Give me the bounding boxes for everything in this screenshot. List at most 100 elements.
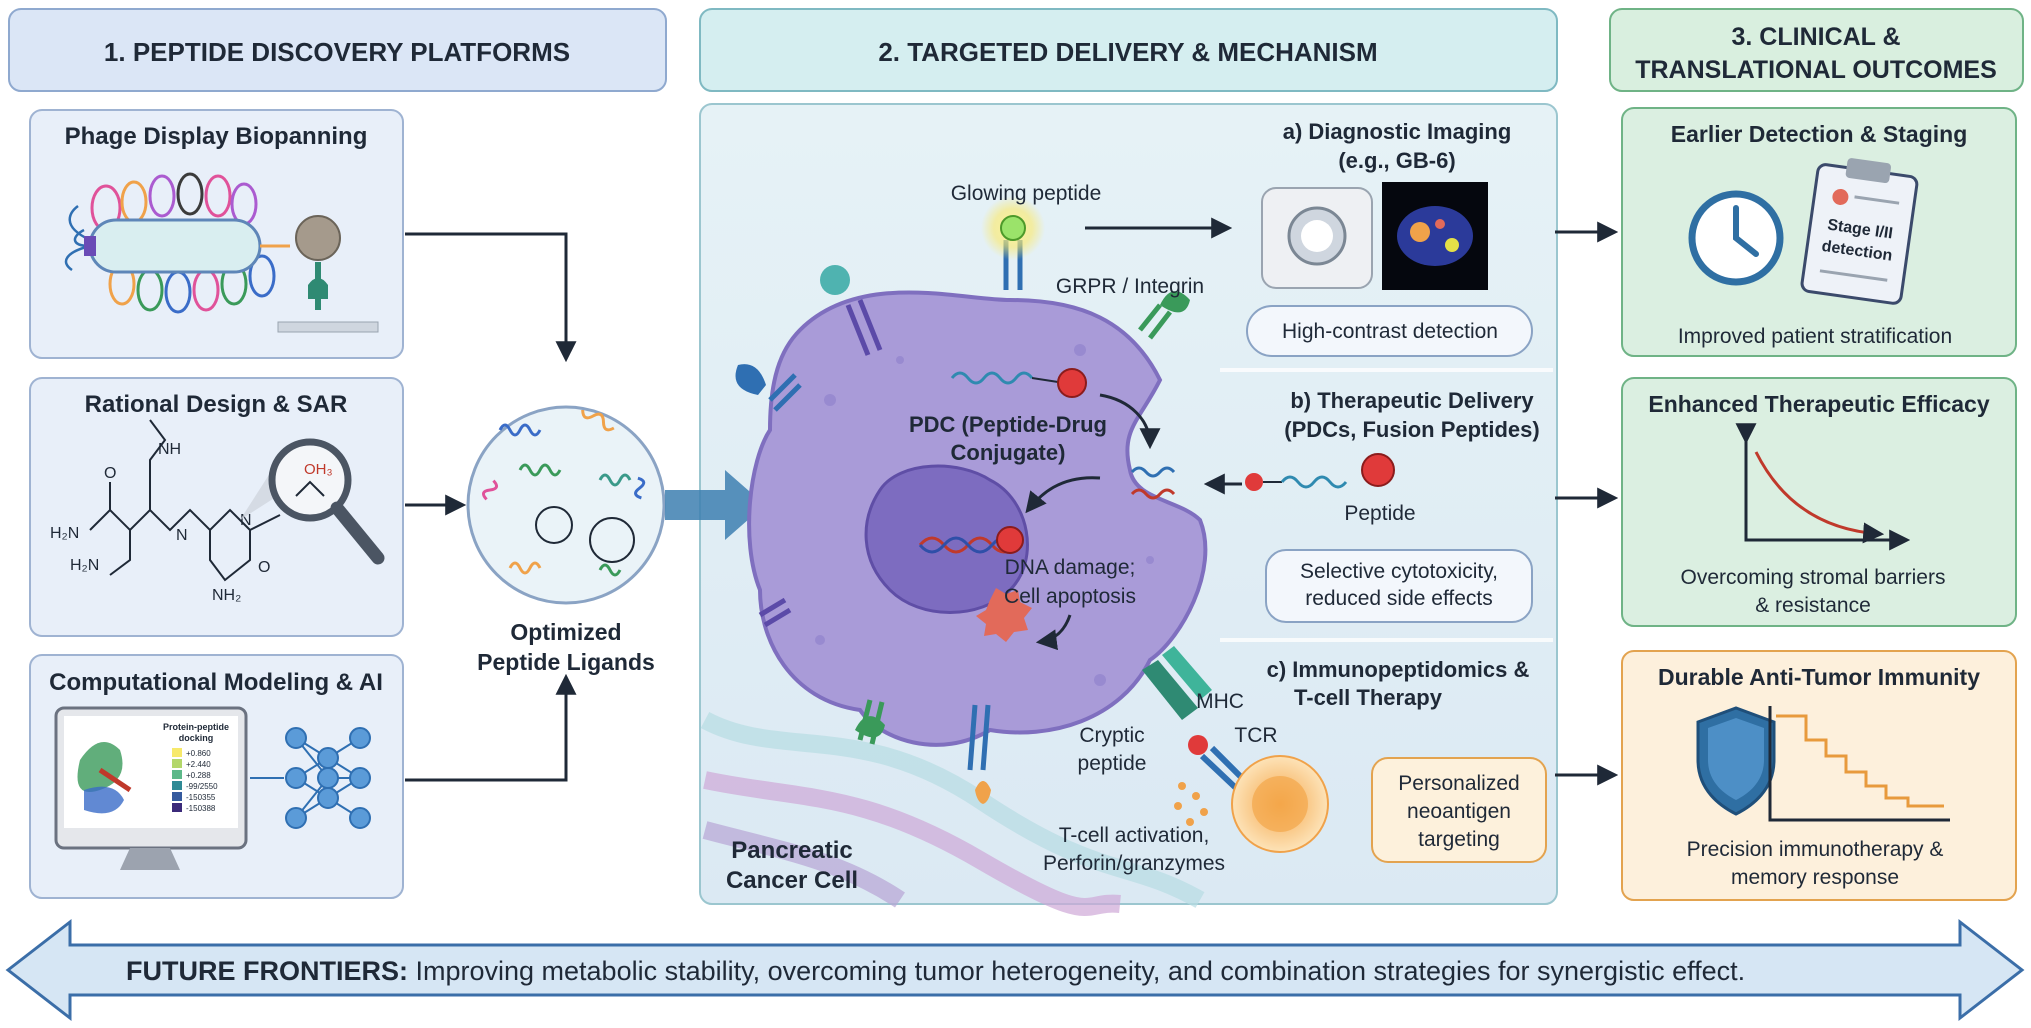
docking-legend-value: -150355 xyxy=(186,793,216,802)
peptide-label: Peptide xyxy=(1344,502,1415,525)
tcell-label-line2: Perforin/granzymes xyxy=(1043,852,1225,875)
dna-label-line2: Cell apoptosis xyxy=(1004,585,1136,608)
imaging-result: High-contrast detection xyxy=(1282,320,1498,343)
neoantigen-pill: Personalized neoantigen targeting xyxy=(1371,757,1547,863)
phage-icon xyxy=(64,172,379,333)
optimized-ligands: Optimized Peptide Ligands xyxy=(466,405,666,675)
clipboard-icon: Stage I/II detection xyxy=(1800,158,1919,305)
cancer-cell xyxy=(747,290,1208,747)
docking-legend xyxy=(172,748,182,812)
glowing-peptide xyxy=(981,196,1045,260)
docking-legend-value: +2.440 xyxy=(186,760,211,769)
therapeutic-title-line1: b) Therapeutic Delivery xyxy=(1290,388,1534,413)
imaging-result-pill: High-contrast detection xyxy=(1246,305,1533,357)
efficacy-caption-line2: & resistance xyxy=(1755,594,1871,617)
svg-text:Protein-peptide: Protein-peptide xyxy=(163,722,229,732)
svg-text:O: O xyxy=(104,465,116,482)
panel-computational: Computational Modeling & AI Protein-pept… xyxy=(29,654,404,899)
docking-legend-value: -150388 xyxy=(186,804,216,813)
rational-title: Rational Design & SAR xyxy=(85,391,348,418)
pdc-molecule xyxy=(950,368,1087,398)
pdc-label-line1: PDC (Peptide-Drug xyxy=(909,412,1107,437)
detection-title: Earlier Detection & Staging xyxy=(1671,121,1968,147)
pet-scan-image xyxy=(1382,182,1488,290)
cancer-cell-label-line2: Cancer Cell xyxy=(726,867,858,894)
clock-icon xyxy=(1688,190,1784,286)
therapeutic-result-line1: Selective cytotoxicity, xyxy=(1300,560,1498,583)
survival-curve-icon xyxy=(1768,706,1950,822)
receptor-label: GRPR / Integrin xyxy=(1056,275,1204,298)
phage-title: Phage Display Biopanning xyxy=(65,123,368,150)
header-clinical: 3. CLINICAL & TRANSLATIONAL OUTCOMES xyxy=(1609,8,2024,92)
granzymes xyxy=(1174,782,1208,826)
tcell-label-line1: T-cell activation, xyxy=(1059,824,1210,847)
t-cell xyxy=(1231,755,1329,853)
immunity-caption-line2: memory response xyxy=(1731,866,1899,889)
cancer-cell-label-line1: Pancreatic xyxy=(731,837,852,864)
neo-line3: targeting xyxy=(1418,828,1500,851)
molecule-labels: NH H₂N H₂N O N N O NH₂ xyxy=(50,441,270,604)
molecule-icon xyxy=(89,419,281,582)
shield-icon xyxy=(1696,706,1776,816)
monitor-icon: Protein-peptide docking +0.860+2.440+0.2… xyxy=(54,706,248,870)
cryptic-label-line2: peptide xyxy=(1078,752,1147,775)
immuno-title-line2: T-cell Therapy xyxy=(1294,685,1443,710)
pdc-label-line2: Conjugate) xyxy=(951,440,1066,465)
outcome-arrows xyxy=(1555,221,1619,786)
neo-line2: neoantigen xyxy=(1407,800,1511,823)
mri-scanner-icon xyxy=(1261,187,1373,289)
peptide-fragments xyxy=(1130,466,1176,500)
docking-legend-value: +0.288 xyxy=(186,771,211,780)
therapeutic-result-pill: Selective cytotoxicity, reduced side eff… xyxy=(1265,549,1533,623)
detection-caption: Improved patient stratification xyxy=(1678,325,1952,348)
optimized-line1: Optimized xyxy=(510,619,621,645)
svg-text:H₂N: H₂N xyxy=(50,525,79,542)
dna-label-line1: DNA damage; xyxy=(1005,556,1136,579)
computational-title: Computational Modeling & AI xyxy=(49,669,383,696)
panel-efficacy: Enhanced Therapeutic Efficacy Overcoming… xyxy=(1621,377,2017,627)
svg-text:H₂N: H₂N xyxy=(70,557,99,574)
apoptotic-body xyxy=(976,588,1032,642)
svg-text:N: N xyxy=(240,512,252,529)
header-clinical-line2: TRANSLATIONAL OUTCOMES xyxy=(1635,56,1997,84)
discovery-connectors xyxy=(405,232,577,782)
svg-text:OH₃: OH₃ xyxy=(304,461,333,478)
decay-chart-icon xyxy=(1735,423,1911,551)
cryptic-label-line1: Cryptic xyxy=(1079,724,1144,747)
header-discovery: 1. PEPTIDE DISCOVERY PLATFORMS xyxy=(8,8,667,92)
panel-rational-design: Rational Design & SAR NH H₂N H₂N O N N O… xyxy=(29,377,404,637)
imaging-title-line2: (e.g., GB-6) xyxy=(1338,148,1455,173)
mhc-label: MHC xyxy=(1196,690,1244,713)
panel-immunity: Durable Anti-Tumor Immunity Precision im… xyxy=(1621,650,2017,901)
free-peptide xyxy=(1245,453,1395,491)
docking-legend-value: -99/2550 xyxy=(186,782,218,791)
panel-phage-display: Phage Display Biopanning xyxy=(29,109,404,359)
therapeutic-title-line2: (PDCs, Fusion Peptides) xyxy=(1284,417,1539,442)
svg-text:N: N xyxy=(176,527,188,544)
neo-line1: Personalized xyxy=(1398,772,1519,795)
immunity-caption-line1: Precision immunotherapy & xyxy=(1687,838,1944,861)
footer-label: FUTURE FRONTIERS: xyxy=(126,956,408,986)
delivery-arrow xyxy=(665,470,765,540)
efficacy-caption-line1: Overcoming stromal barriers xyxy=(1681,566,1946,589)
mhc-tcr-complex xyxy=(1142,646,1249,793)
magnifier-icon: OH₃ xyxy=(240,438,385,565)
header-discovery-title: 1. PEPTIDE DISCOVERY PLATFORMS xyxy=(104,37,570,67)
neural-network-icon xyxy=(250,727,371,829)
therapeutic-result-line2: reduced side effects xyxy=(1305,587,1493,610)
docking-legend-value: +0.860 xyxy=(186,749,211,758)
svg-text:NH: NH xyxy=(158,441,181,458)
immunity-title: Durable Anti-Tumor Immunity xyxy=(1658,664,1980,690)
imaging-title-line1: a) Diagnostic Imaging xyxy=(1283,119,1512,144)
efficacy-title: Enhanced Therapeutic Efficacy xyxy=(1648,391,1989,417)
footer-text: Improving metabolic stability, overcomin… xyxy=(408,956,1745,986)
svg-text:O: O xyxy=(258,559,270,576)
future-frontiers-banner: FUTURE FRONTIERS: Improving metabolic st… xyxy=(5,918,2025,1022)
header-clinical-line1: 3. CLINICAL & xyxy=(1732,23,1901,51)
glowing-peptide-label: Glowing peptide xyxy=(951,182,1102,205)
immuno-title-line1: c) Immunopeptidomics & xyxy=(1267,657,1530,682)
svg-text:FUTURE FRONTIERS: Improving me: FUTURE FRONTIERS: Improving metabolic st… xyxy=(126,956,1745,986)
panel-detection: Earlier Detection & Staging Stage I/II d… xyxy=(1621,107,2017,357)
svg-text:NH₂: NH₂ xyxy=(212,587,241,604)
header-delivery-title: 2. TARGETED DELIVERY & MECHANISM xyxy=(878,37,1377,67)
